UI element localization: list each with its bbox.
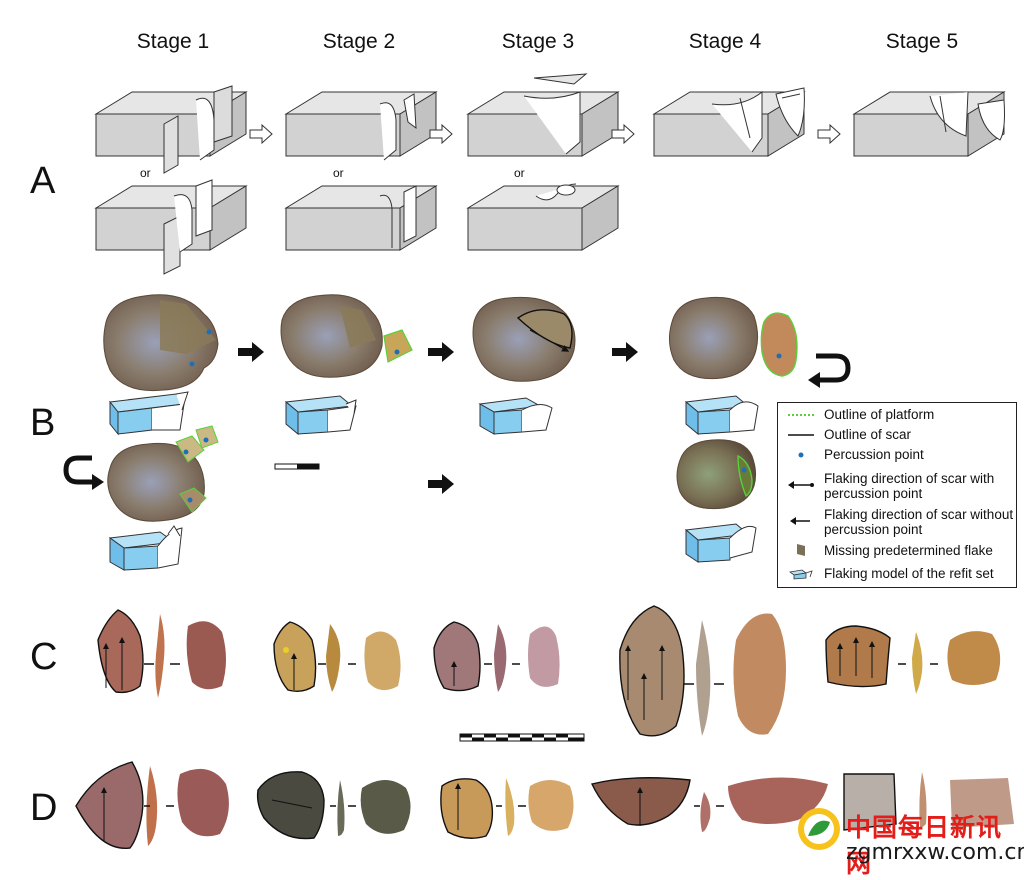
a-arrow-3 <box>611 123 635 145</box>
legend-missing-flake-icon <box>797 544 805 556</box>
b-core-stage1-lower <box>107 425 219 522</box>
legend-single-arrow-icon <box>790 517 810 525</box>
c-flake-3 <box>433 621 560 692</box>
legend-scar-line <box>788 434 814 436</box>
c-scale-bar <box>459 733 585 742</box>
legend-item-platform: Outline of platform <box>824 407 935 422</box>
legend-flaking-model-icon <box>789 569 813 580</box>
stage-5-label: Stage 5 <box>885 30 959 53</box>
a-stage1-top-block <box>95 85 247 174</box>
stage-4-label: Stage 4 <box>688 30 762 53</box>
b-curved-arrow-left <box>63 455 98 485</box>
c-flake-5 <box>825 625 1001 694</box>
c-flake-1 <box>97 609 226 698</box>
a-stage1-bottom-block <box>95 179 247 275</box>
row-letter-d: D <box>30 787 58 829</box>
b-core-stage4-lower <box>676 439 757 510</box>
a-stage4-block <box>653 87 805 157</box>
legend-item-flaking-without-point: Flaking direction of scar without percus… <box>824 507 1014 537</box>
d-flake-1 <box>75 761 229 849</box>
b-arrow-3 <box>612 342 638 362</box>
a-stage3-top-block <box>467 73 619 157</box>
row-letter-c: C <box>30 636 58 678</box>
b-model-stage2 <box>284 395 357 436</box>
b-model-stage4 <box>684 395 759 436</box>
c-flake-4 <box>619 605 786 737</box>
b-core-stage1 <box>103 294 219 392</box>
watermark-logo-icon <box>798 808 840 850</box>
legend-item-percussion: Percussion point <box>824 447 924 462</box>
legend-box: Outline of platform Outline of scar Perc… <box>777 402 1017 588</box>
or-label-3: or <box>514 166 525 180</box>
b-model-stage1 <box>109 391 189 436</box>
or-label-1: or <box>140 166 151 180</box>
d-flake-3 <box>440 778 574 839</box>
legend-item-scar: Outline of scar <box>824 427 912 442</box>
b-curved-arrow-right-head <box>808 372 820 388</box>
a-stage5-block <box>853 91 1005 157</box>
b-curved-arrow-right <box>816 353 851 383</box>
b-arrow-2 <box>428 342 454 362</box>
legend-item-missing-flake: Missing predetermined flake <box>824 543 993 558</box>
b-model-stage1-lower <box>108 525 183 571</box>
b-core-stage3 <box>472 296 576 382</box>
a-stage2-top-block <box>285 91 437 161</box>
stage-3-label: Stage 3 <box>501 30 575 53</box>
or-label-2: or <box>333 166 344 180</box>
b-core-stage2 <box>280 294 413 378</box>
a-arrow-4 <box>817 123 841 145</box>
d-flake-4 <box>591 777 828 832</box>
b-model-stage3 <box>478 397 553 435</box>
legend-double-arrow-icon <box>788 481 814 489</box>
b-arrow-1 <box>238 342 264 362</box>
c-flake-2 <box>273 621 401 693</box>
b-core-stage4 <box>668 296 798 380</box>
row-letter-b: B <box>30 402 56 444</box>
b-curved-arrow-left-head <box>92 474 104 490</box>
a-arrow-2 <box>429 123 453 145</box>
legend-percussion-dot-icon <box>798 452 804 458</box>
a-stage3-bottom-block <box>467 183 619 251</box>
b-scale-bar <box>274 463 320 470</box>
watermark-url-text: zgmrxxw.com.cn <box>846 840 1024 865</box>
b-arrow-4 <box>428 474 454 494</box>
legend-item-flaking-with-point: Flaking direction of scar with percussio… <box>824 471 995 501</box>
stage-1-label: Stage 1 <box>136 30 210 53</box>
d-flake-2 <box>256 771 411 840</box>
b-model-stage4-lower <box>684 523 757 563</box>
stage-2-label: Stage 2 <box>322 30 396 53</box>
d-flake-5 <box>843 772 1014 831</box>
row-letter-a: A <box>30 160 56 202</box>
legend-platform-dotted-line <box>788 414 814 416</box>
a-stage2-bottom-block <box>285 185 437 251</box>
a-arrow-1 <box>249 123 273 145</box>
legend-item-flaking-model: Flaking model of the refit set <box>824 566 994 581</box>
